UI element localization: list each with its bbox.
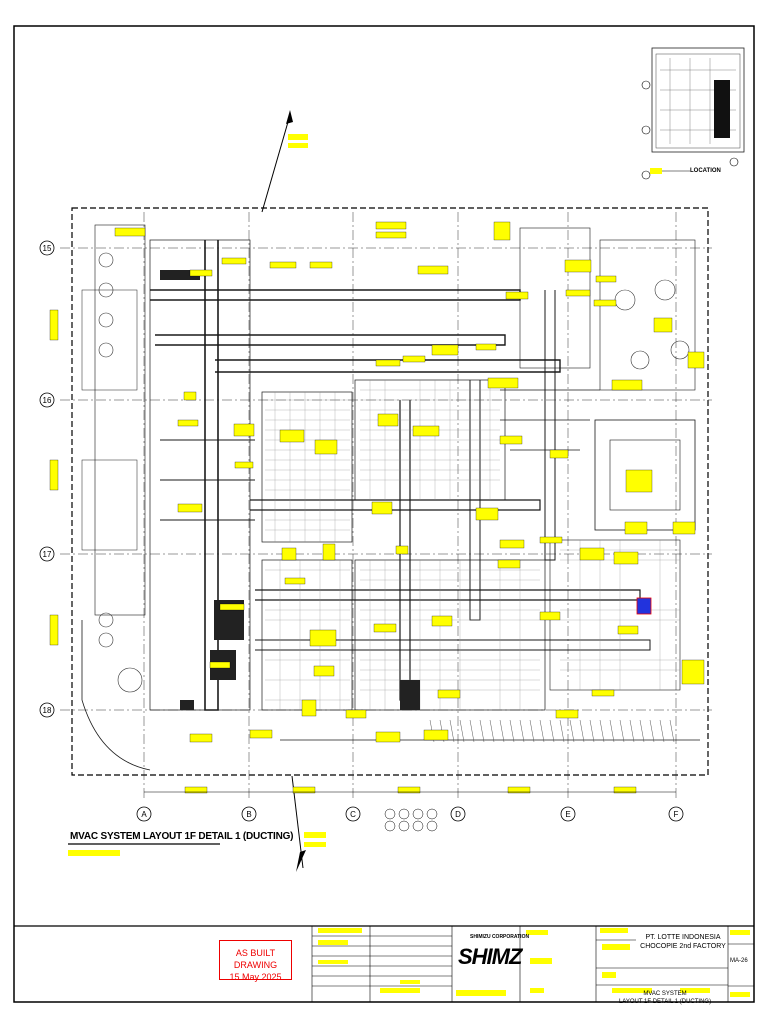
stamp-line-2: 15 May 2025 bbox=[229, 972, 282, 982]
sheet-title-line-1: MVAC SYSTEM bbox=[643, 991, 687, 997]
grid-col-label: E bbox=[565, 810, 570, 819]
grid-bubbles bbox=[39, 240, 684, 822]
sheet-title-line-2: LAYOUT 1F DETAIL 1 (DUCTING) bbox=[618, 999, 712, 1005]
title-block bbox=[311, 926, 754, 1002]
grid-col-label: B bbox=[246, 810, 251, 819]
grid-row-label: 16 bbox=[43, 396, 52, 405]
company-name: SHIMIZU CORPORATION bbox=[470, 934, 530, 940]
stamp-line-1: AS BUILT DRAWING bbox=[233, 948, 278, 970]
floor-plan-linework bbox=[81, 224, 700, 771]
grid-col-label: C bbox=[350, 810, 356, 819]
sheet-border bbox=[13, 25, 755, 1003]
drawing-title: MVAC SYSTEM LAYOUT 1F DETAIL 1 (DUCTING) bbox=[70, 831, 294, 842]
company-logo: SHIMZ bbox=[458, 944, 522, 969]
parking-hatch bbox=[429, 719, 675, 743]
key-plan bbox=[641, 47, 745, 180]
ceiling-grid bbox=[265, 380, 680, 710]
key-plan-highlight bbox=[714, 80, 730, 138]
as-built-stamp: AS BUILT DRAWING 15 May 2025 bbox=[219, 940, 292, 982]
title-block-tags bbox=[318, 928, 750, 997]
grid-col-label: D bbox=[455, 810, 461, 819]
grid-col-label: A bbox=[141, 810, 147, 819]
grid-row-label: 17 bbox=[43, 550, 52, 559]
location-label: LOCATION bbox=[690, 168, 721, 174]
equipment-highlight bbox=[636, 597, 652, 615]
minor-grid-bubbles bbox=[384, 808, 438, 832]
grid-row-label: 15 bbox=[43, 244, 52, 253]
project-line-1: PT. LOTTE INDONESIA bbox=[645, 934, 721, 941]
sheet-title: MVAC SYSTEM LAYOUT 1F DETAIL 1 (DUCTING) bbox=[610, 990, 720, 1006]
grid-col-label: F bbox=[674, 810, 679, 819]
scale-tag bbox=[68, 850, 120, 856]
grid-labels: 15 16 17 18 A B C D E F bbox=[43, 244, 679, 819]
project-name: PT. LOTTE INDONESIA CHOCOPIE 2nd FACTORY bbox=[640, 933, 726, 951]
duct-tags bbox=[49, 221, 705, 794]
north-arrow-top bbox=[261, 110, 308, 213]
drawing-number: MA-26 bbox=[730, 958, 748, 964]
grid-row-label: 18 bbox=[43, 706, 52, 715]
project-line-2: CHOCOPIE 2nd FACTORY bbox=[640, 943, 726, 950]
plan-boundary bbox=[71, 207, 709, 776]
